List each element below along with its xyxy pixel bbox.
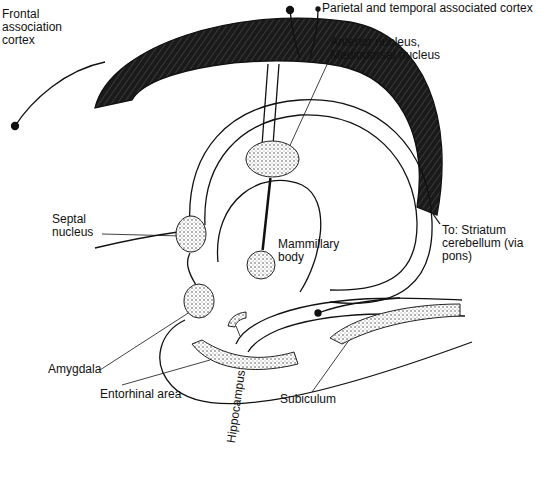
structure-shape bbox=[246, 141, 299, 177]
structure-outline bbox=[246, 250, 276, 280]
structure-shape bbox=[176, 216, 206, 252]
leader-line bbox=[122, 360, 210, 385]
fiber-dot bbox=[12, 123, 19, 130]
hippocampal-band bbox=[236, 298, 462, 344]
structure-shape bbox=[228, 312, 246, 327]
parietal-fiber bbox=[290, 10, 300, 58]
structure-outline bbox=[226, 310, 248, 328]
structure-label: Amygdala bbox=[48, 363, 118, 376]
brain-structure: Mammillary body bbox=[246, 250, 276, 280]
structure-shape bbox=[192, 340, 298, 370]
temporal-fiber bbox=[310, 10, 318, 58]
annotation-label: Frontal association cortex bbox=[2, 8, 80, 47]
leader-line bbox=[236, 326, 240, 336]
annotation-label: Parietal and temporal associated cortex bbox=[322, 2, 552, 15]
leader-line bbox=[312, 336, 352, 392]
thalamocingulate-tract bbox=[273, 64, 279, 145]
leader-line bbox=[100, 308, 196, 370]
thalamocingulate-tract bbox=[262, 64, 268, 145]
structure-label: Subiculum bbox=[280, 393, 360, 406]
mammillothalamic-tract bbox=[263, 178, 271, 250]
frontal-fiber bbox=[15, 62, 105, 126]
neuron-axon bbox=[318, 298, 400, 313]
stria-loop bbox=[218, 180, 321, 292]
structure-outline bbox=[245, 140, 300, 178]
structure-shape bbox=[247, 251, 275, 279]
structure-outline bbox=[175, 215, 207, 253]
leader-line bbox=[287, 58, 330, 152]
brain-structure: Septal nucleus bbox=[175, 215, 207, 253]
amygdala-septal-fiber bbox=[188, 253, 196, 285]
structure-label: Septal nucleus bbox=[52, 213, 110, 239]
structure-label: Entorhinal area bbox=[100, 388, 200, 401]
leader-line bbox=[102, 234, 182, 236]
structure-outline bbox=[322, 298, 462, 346]
output-fiber bbox=[433, 214, 440, 224]
brain-structure: Anterior nucleus, Mediodorsal nucleus bbox=[245, 140, 300, 178]
fiber-dot bbox=[316, 7, 320, 11]
structure-label: Hippocampus bbox=[225, 333, 253, 444]
fornix-outer bbox=[190, 100, 432, 304]
brain-structure: Subiculum bbox=[322, 298, 462, 346]
structure-label: Anterior nucleus, Mediodorsal nucleus bbox=[330, 36, 465, 62]
structure-label: Mammillary body bbox=[278, 238, 344, 264]
structure-outline bbox=[183, 283, 215, 319]
brain-structure: Hippocampus bbox=[226, 310, 248, 328]
annotation-label: To: Striatum cerebellum (via pons) bbox=[442, 224, 552, 263]
structure-outline bbox=[190, 338, 300, 378]
temporal-outline bbox=[160, 320, 472, 404]
fornix-inner bbox=[205, 115, 417, 290]
brain-structure: Amygdala bbox=[183, 283, 215, 319]
brain-structure: Entorhinal area bbox=[190, 338, 300, 378]
structure-shape bbox=[330, 304, 460, 344]
structure-shape bbox=[184, 284, 214, 318]
fiber-dot bbox=[287, 7, 294, 14]
